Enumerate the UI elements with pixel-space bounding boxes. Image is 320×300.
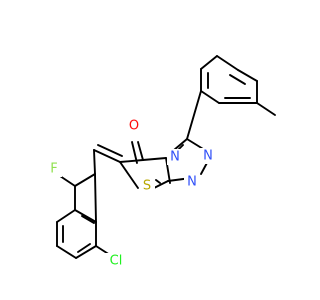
chlorine-label: Cl	[110, 254, 123, 269]
bond	[155, 179, 161, 184]
sulfur-label: S	[143, 179, 151, 194]
bond	[56, 209, 76, 223]
bond	[137, 141, 144, 161]
nitrogen-label-n2: N	[203, 149, 213, 164]
bond-methyl	[256, 102, 276, 116]
bond	[93, 149, 121, 163]
molecule-structure: O N N N S F Cl	[46, 55, 276, 269]
bond	[94, 173, 97, 223]
bond	[200, 55, 218, 70]
bond	[119, 161, 139, 189]
bond	[75, 245, 97, 259]
bond	[131, 141, 138, 164]
bond	[216, 55, 239, 71]
bond-inner	[77, 243, 91, 253]
bond	[186, 90, 202, 140]
nitrogen-label-n4: N	[170, 150, 180, 165]
bond	[173, 138, 188, 151]
bond	[56, 245, 77, 259]
bond	[74, 209, 97, 223]
oxygen-label: O	[129, 119, 139, 134]
bond	[142, 157, 167, 161]
atom-labels: O N N N S F Cl	[46, 118, 216, 269]
nitrogen-label-n1: N	[187, 175, 197, 190]
bond	[237, 69, 258, 82]
bond	[93, 149, 96, 175]
bond	[97, 144, 123, 157]
bond	[74, 173, 96, 187]
bond-inner	[81, 215, 95, 224]
bonds	[56, 55, 276, 259]
bond	[200, 90, 220, 104]
bond	[153, 180, 169, 189]
fluorine-label: F	[50, 162, 57, 177]
bond-inner	[229, 74, 246, 85]
bond	[119, 159, 144, 163]
bond-F	[59, 175, 76, 187]
bond	[165, 157, 171, 184]
